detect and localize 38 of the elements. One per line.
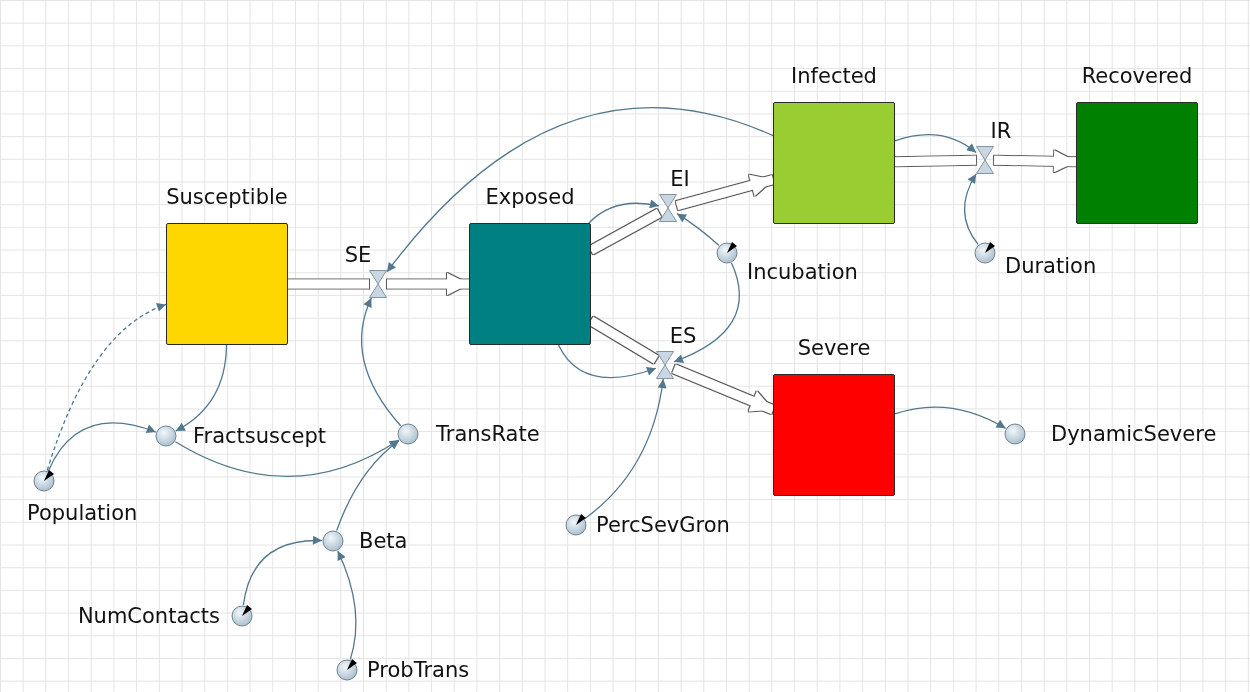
variable-label: Fractsuscept bbox=[193, 423, 327, 450]
link-arrow bbox=[557, 344, 657, 379]
stock-label: Susceptible bbox=[166, 184, 288, 211]
link-arrow bbox=[963, 173, 979, 246]
dashed-link-arrow bbox=[46, 303, 167, 472]
link-arrow bbox=[894, 134, 977, 154]
link-arrow bbox=[588, 199, 660, 224]
variable-label: Beta bbox=[359, 528, 408, 555]
variable-label: PercSevGron bbox=[596, 512, 730, 539]
link-arrow bbox=[386, 107, 774, 273]
link-arrow bbox=[894, 406, 1007, 429]
flow-label: EI bbox=[670, 166, 690, 193]
stock-label: Severe bbox=[797, 335, 871, 362]
link-arrow bbox=[175, 344, 228, 432]
link-arrow bbox=[676, 213, 720, 247]
variable-label: ProbTrans bbox=[367, 657, 470, 684]
link-arrow bbox=[174, 439, 400, 478]
flow-label: ES bbox=[669, 323, 697, 350]
stock-label: Exposed bbox=[485, 184, 575, 211]
stock-label: Recovered bbox=[1081, 63, 1193, 90]
variable-label: DynamicSevere bbox=[1051, 421, 1217, 448]
stock-label: Infected bbox=[791, 63, 877, 90]
variable-label: Incubation bbox=[747, 259, 858, 286]
flow-pipe bbox=[675, 174, 775, 210]
variable-label: NumContacts bbox=[77, 603, 220, 630]
flow-pipe bbox=[894, 155, 977, 167]
flow-label: SE bbox=[344, 242, 372, 269]
link-arrow bbox=[360, 297, 402, 427]
variable-label: Duration bbox=[1005, 253, 1097, 280]
flow-label: IR bbox=[990, 118, 1012, 145]
variable-label: Population bbox=[27, 500, 138, 527]
link-arrow bbox=[337, 550, 357, 661]
link-arrow bbox=[242, 536, 323, 606]
link-arrow bbox=[584, 378, 667, 520]
link-arrow bbox=[673, 262, 740, 363]
variable-label: TransRate bbox=[436, 421, 540, 448]
link-arrow bbox=[336, 439, 400, 532]
link-arrow bbox=[47, 422, 157, 472]
